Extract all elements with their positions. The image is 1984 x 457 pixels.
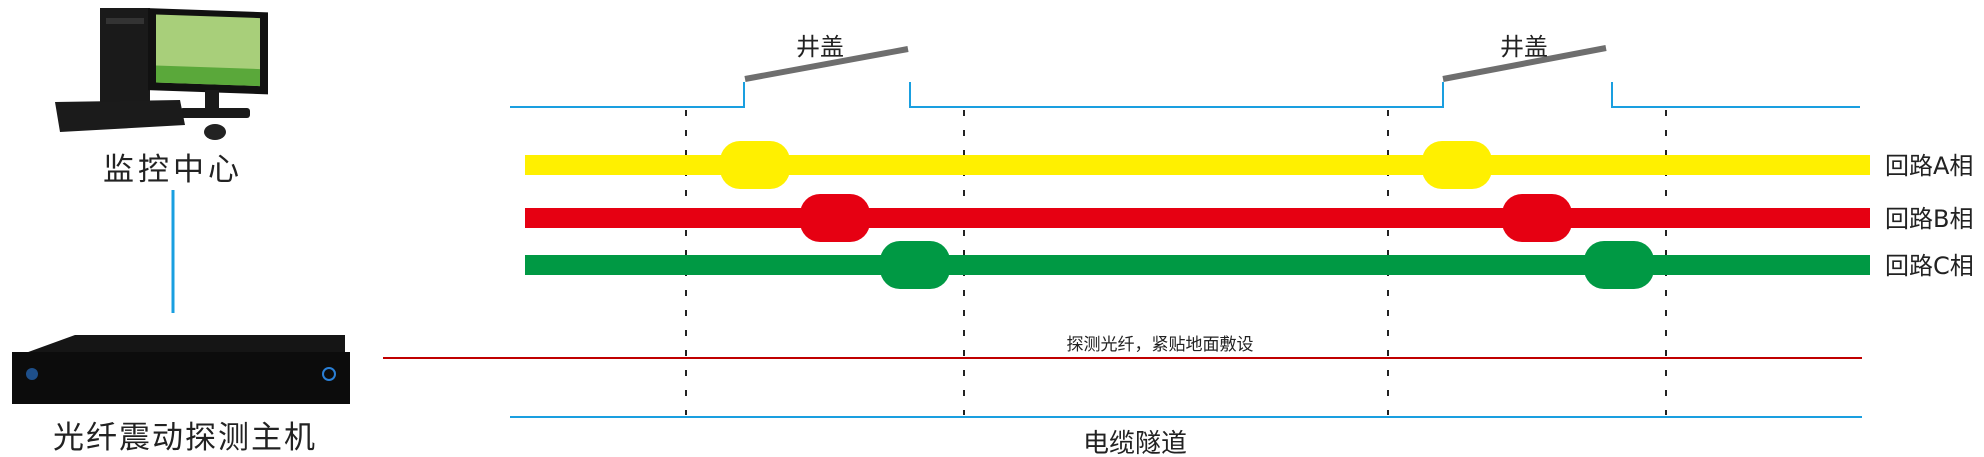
ground-line <box>909 82 1444 108</box>
host-label: 光纤震动探测主机 <box>53 420 317 456</box>
phase-c-label: 回路C相 <box>1885 252 1974 280</box>
cable-joint <box>880 241 950 289</box>
tunnel-label: 电缆隧道 <box>1083 429 1187 457</box>
monitor-center-label: 监控中心 <box>103 152 243 188</box>
fiber-host-device-icon <box>12 335 350 404</box>
ground-line <box>1611 82 1860 108</box>
manhole-cover-label: 井盖 <box>796 33 844 61</box>
phase-b-label: 回路B相 <box>1885 205 1973 233</box>
manhole-cover <box>744 46 909 82</box>
phase-cable <box>525 208 1870 228</box>
cable-joint <box>800 194 870 242</box>
phase-a-label: 回路A相 <box>1885 152 1973 180</box>
phase-cable <box>525 155 1870 175</box>
ground-line <box>510 82 745 108</box>
phase-cable <box>525 255 1870 275</box>
computer-icon <box>55 8 268 140</box>
manhole-cover <box>1442 45 1607 82</box>
cable-joint <box>1584 241 1654 289</box>
fiber-label: 探测光纤，紧贴地面敷设 <box>1067 335 1254 355</box>
cable-joint <box>720 141 790 189</box>
manhole-cover-label: 井盖 <box>1500 33 1548 61</box>
cable-joint <box>1422 141 1492 189</box>
cable-joint <box>1502 194 1572 242</box>
